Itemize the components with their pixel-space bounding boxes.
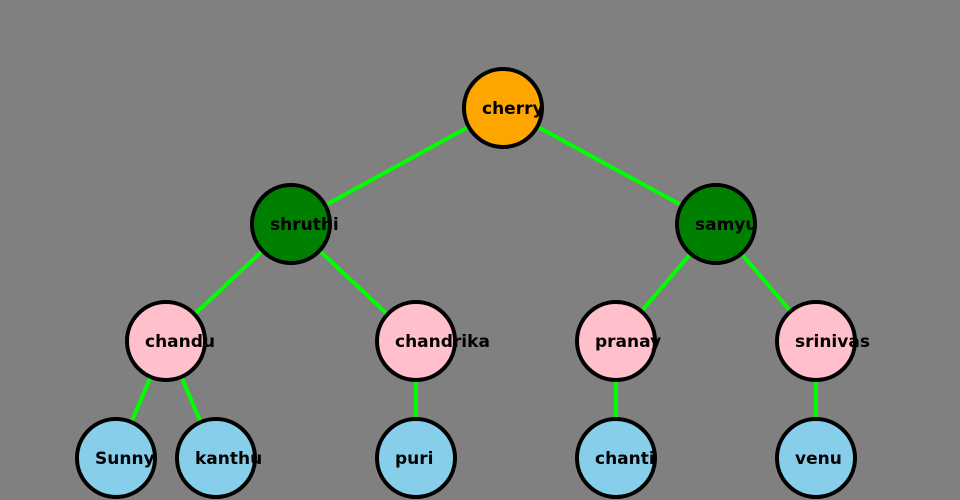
node-circle[interactable] <box>575 300 657 382</box>
node-label: pranay <box>595 332 661 352</box>
node-circle[interactable] <box>375 300 457 382</box>
node-chandrika[interactable]: chandrika <box>375 300 490 382</box>
node-label: cherry <box>482 99 544 119</box>
node-circle[interactable] <box>775 300 857 382</box>
node-label: Sunny <box>95 449 155 469</box>
edges <box>114 106 818 459</box>
node-label: chandrika <box>395 332 490 352</box>
node-circle[interactable] <box>375 417 457 499</box>
node-circle[interactable] <box>125 300 207 382</box>
node-puri[interactable]: puri <box>375 417 457 499</box>
node-circle[interactable] <box>462 67 544 149</box>
node-label: chanti <box>595 449 655 469</box>
node-label: shruthi <box>270 215 339 235</box>
node-circle[interactable] <box>775 417 857 499</box>
node-label: venu <box>795 449 842 469</box>
node-circle[interactable] <box>75 417 157 499</box>
node-label: chandu <box>145 332 215 352</box>
node-chanti[interactable]: chanti <box>575 417 657 499</box>
node-venu[interactable]: venu <box>775 417 857 499</box>
node-srinivas[interactable]: srinivas <box>775 300 870 382</box>
node-Sunny[interactable]: Sunny <box>75 417 157 499</box>
node-label: srinivas <box>795 332 870 352</box>
node-chandu[interactable]: chandu <box>125 300 215 382</box>
node-shruthi[interactable]: shruthi <box>250 183 339 265</box>
node-label: kanthu <box>195 449 262 469</box>
nodes: cherry shruthi samyu chandu chandrika pranay s… <box>75 67 870 499</box>
node-label: samyu <box>695 215 758 235</box>
node-circle[interactable] <box>175 417 257 499</box>
node-label: puri <box>395 449 433 469</box>
node-samyu[interactable]: samyu <box>675 183 758 265</box>
node-cherry[interactable]: cherry <box>462 67 544 149</box>
node-circle[interactable] <box>250 183 332 265</box>
node-circle[interactable] <box>675 183 757 265</box>
node-kanthu[interactable]: kanthu <box>175 417 262 499</box>
node-circle[interactable] <box>575 417 657 499</box>
node-pranay[interactable]: pranay <box>575 300 661 382</box>
